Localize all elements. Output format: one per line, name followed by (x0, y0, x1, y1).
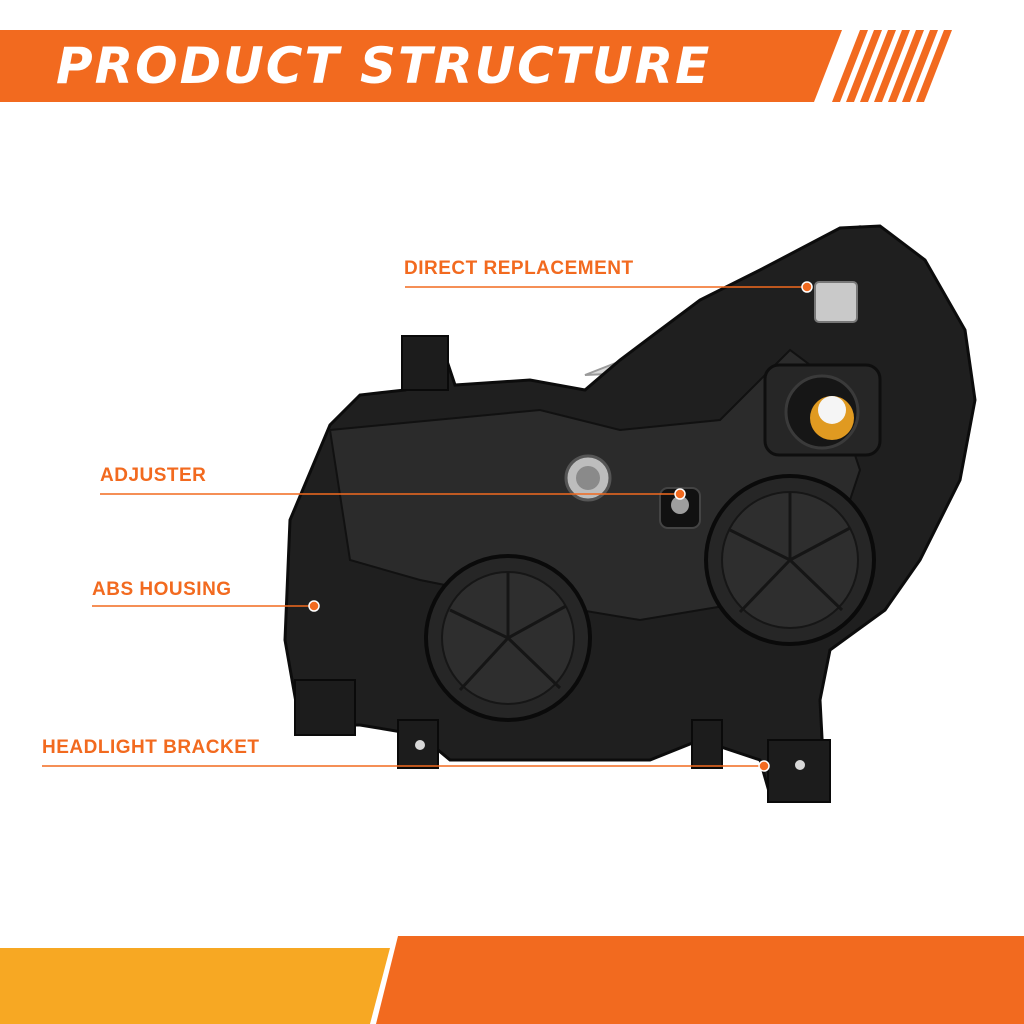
banner-stripes (832, 30, 952, 102)
callout-headlight-bracket: HEADLIGHT BRACKET (42, 737, 260, 758)
leader-direct-replacement (405, 281, 813, 293)
footer-band (0, 936, 1024, 1024)
title-banner: PRODUCT STRUCTURE (0, 30, 1024, 102)
leader-adjuster (100, 488, 686, 500)
page-title: PRODUCT STRUCTURE (56, 37, 712, 95)
banner-shape (0, 30, 952, 102)
callout-abs-housing: ABS HOUSING (92, 579, 232, 600)
leader-headlight-bracket (42, 760, 770, 772)
callout-adjuster: ADJUSTER (100, 465, 207, 486)
dust-cap-right (704, 474, 876, 646)
dust-cap-left (424, 554, 592, 722)
callout-direct-replacement: DIRECT REPLACEMENT (404, 258, 634, 279)
leader-abs-housing (92, 600, 320, 612)
